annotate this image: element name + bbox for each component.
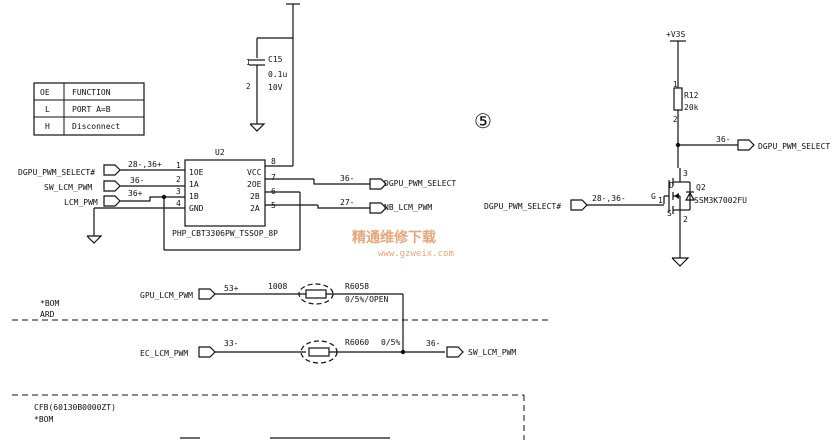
r12-pin2: 2 — [673, 115, 678, 124]
q2-pin-d: 3 — [683, 169, 688, 178]
net-ref: 28-,36+ — [128, 160, 162, 169]
r6058-value: 0/5%/OPEN — [345, 295, 389, 304]
vcc-rail — [256, 3, 300, 167]
u2-pin-name: 1OE — [189, 168, 204, 177]
u2-pin-num: 2 — [176, 175, 181, 184]
mosfet-out-net: 36- DGPU_PWM_SELECT — [675, 135, 830, 151]
net-ref: 36- — [340, 174, 354, 183]
q2-label-s: S — [667, 209, 672, 218]
capacitor-c15: 1 2 C15 0.1u 10V — [246, 55, 287, 132]
right-net-dgpu-pwm-select: 36- DGPU_PWM_SELECT — [265, 174, 456, 190]
q2-pin-g: 1 — [658, 196, 663, 205]
net-ref: 36- — [426, 339, 440, 348]
watermark-url: www.gzweix.com — [378, 249, 454, 259]
net-label: SW_LCM_PWM — [468, 348, 516, 357]
r6060-value: 0/5% — [381, 338, 400, 347]
power-label: +V3S — [666, 30, 685, 39]
bom-top-line2: ARD — [40, 310, 55, 319]
power-rail: +V3S — [666, 30, 686, 88]
u2-pin-name: GND — [189, 204, 204, 213]
resistor-r6058: R6058 0/5%/OPEN — [298, 282, 404, 350]
u2-pin-num: 1 — [176, 161, 181, 170]
net-label: NB_LCM_PWM — [384, 203, 432, 212]
u2-pin-num: 3 — [176, 187, 181, 196]
net-label: DGPU_PWM_SELECT# — [484, 202, 561, 211]
u2-pin-name: 2B — [250, 192, 260, 201]
r6058-ref: R6058 — [345, 282, 369, 291]
truth-table-header-function: FUNCTION — [72, 88, 111, 97]
bom-bottom-line2: *BOM — [34, 415, 53, 424]
net-ref: 28-,36- — [592, 194, 626, 203]
r12-value: 20k — [684, 103, 699, 112]
truth-table-cell: L — [45, 105, 50, 114]
truth-table-header-oe: OE — [40, 88, 50, 97]
r12-pin1: 1 — [673, 80, 678, 89]
q2-label-d: D — [669, 181, 674, 190]
u2-ref: U2 — [215, 148, 225, 157]
u2-pin-name: 1A — [189, 180, 199, 189]
u2-pin-num: 7 — [271, 173, 276, 182]
r6060-ref: R6060 — [345, 338, 369, 347]
r12-ref: R12 — [684, 91, 699, 100]
net-ref: 33- — [224, 339, 238, 348]
net-label: GPU_LCM_PWM — [140, 291, 193, 300]
q2-label-g: G — [651, 192, 656, 201]
net-label: DGPU_PWM_SELECT# — [18, 168, 95, 177]
truth-table-cell: PORT A=B — [72, 105, 111, 114]
c15-value: 0.1u — [268, 70, 287, 79]
bom-top-line1: *BOM — [40, 299, 59, 308]
net-label: DGPU_PWM_SELECT — [384, 179, 456, 188]
q2-part: SSM3K7002FU — [694, 196, 747, 205]
u2-pin-num: 8 — [271, 157, 276, 166]
u2-pin-num: 4 — [176, 199, 181, 208]
ec-lcm-pwm-net: EC_LCM_PWM 33- — [140, 339, 306, 358]
u2-pin-name: 2OE — [247, 180, 262, 189]
q2-ref: Q2 — [696, 183, 706, 192]
resistor-r6060: R6060 0/5% — [300, 338, 445, 364]
truth-table-cell: H — [45, 122, 50, 131]
u2-pin-name: 1B — [189, 192, 199, 201]
net-note: 1008 — [268, 282, 287, 291]
sw-lcm-pwm-out: 36- SW_LCM_PWM — [426, 339, 516, 358]
gpu-lcm-pwm-net: GPU_LCM_PWM 53+ 1008 — [140, 282, 306, 300]
resistor-r12: 1 2 R12 20k — [673, 80, 699, 168]
net-ref: 36+ — [128, 189, 143, 198]
net-ref: 53+ — [224, 284, 239, 293]
truth-table-cell: Disconnect — [72, 122, 120, 131]
c15-voltage: 10V — [268, 83, 283, 92]
circle-number: ⑤ — [474, 109, 492, 133]
left-net-sw-lcm-pwm: SW_LCM_PWM 36- — [44, 176, 185, 192]
u2-pin-name: 2A — [250, 204, 260, 213]
bom-bottom-line1: CFB(60130B0000ZT) — [34, 403, 116, 412]
u2-pin-name: VCC — [247, 168, 262, 177]
mosfet-q2: 3 2 1 D S G Q2 SSM3K7002FU — [651, 168, 747, 267]
net-label: SW_LCM_PWM — [44, 183, 92, 192]
u2-gnd-wire — [86, 191, 301, 251]
net-label: EC_LCM_PWM — [140, 349, 188, 358]
u2-part: PHP_CBT3306PW_TSSOP_8P — [172, 229, 278, 238]
q2-pin-s: 2 — [683, 215, 688, 224]
ic-u2: U2 PHP_CBT3306PW_TSSOP_8P 1OE 1A 1B GND … — [172, 148, 278, 238]
net-ref: 36- — [130, 176, 144, 185]
net-ref: 36- — [716, 135, 730, 144]
net-label: DGPU_PWM_SELECT — [758, 142, 830, 151]
left-net-lcm-pwm: LCM_PWM 36+ — [64, 189, 185, 207]
c15-pin1: 1 — [246, 58, 251, 67]
c15-pin2: 2 — [246, 82, 251, 91]
truth-table: OE FUNCTION L PORT A=B H Disconnect — [33, 82, 145, 136]
net-ref: 27- — [340, 198, 354, 207]
left-net-dgpu-pwm-select-n: DGPU_PWM_SELECT# 28-,36+ — [18, 160, 185, 177]
c15-ref: C15 — [268, 55, 283, 64]
watermark-cn: 精通维修下载 — [352, 229, 436, 246]
mosfet-in-net: DGPU_PWM_SELECT# 28-,36- — [484, 194, 664, 211]
right-net-nb-lcm-pwm: 27- NB_LCM_PWM — [265, 198, 432, 214]
net-label: LCM_PWM — [64, 198, 98, 207]
